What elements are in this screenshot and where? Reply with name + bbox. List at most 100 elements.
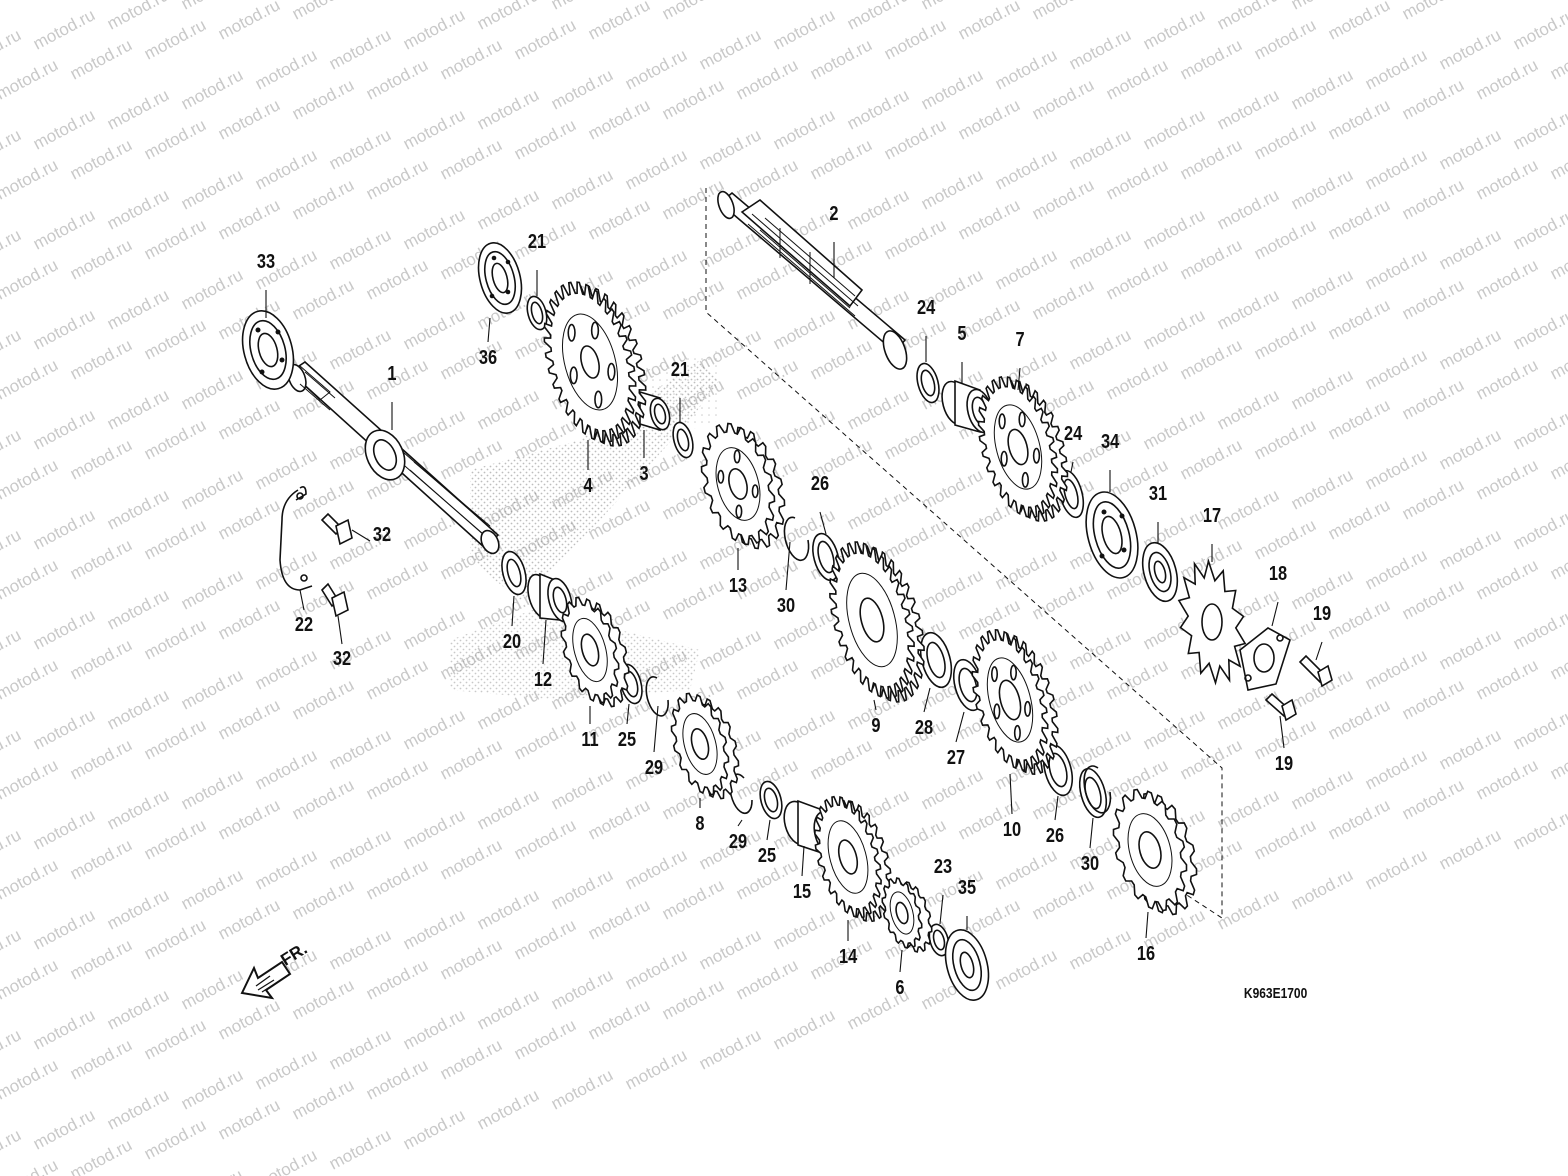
watermark-text: motod.ru: [659, 575, 727, 623]
watermark-text: motod.ru: [1473, 55, 1541, 103]
watermark-text: motod.ru: [400, 105, 468, 153]
watermark-text: motod.ru: [696, 25, 764, 73]
watermark-text: motod.ru: [1325, 295, 1393, 343]
watermark-text: motod.ru: [104, 685, 172, 733]
watermark-text: motod.ru: [437, 1035, 505, 1083]
callout-18: 18: [1269, 561, 1287, 584]
watermark-text: motod.ru: [400, 705, 468, 753]
watermark-text: motod.ru: [1362, 645, 1430, 693]
leader-line-30a: [785, 541, 791, 591]
callout-27: 27: [947, 745, 965, 768]
watermark-text: motod.ru: [1066, 625, 1134, 673]
watermark-text: motod.ru: [622, 245, 690, 293]
leader-line-30b: [1089, 817, 1094, 849]
watermark-text: motod.ru: [289, 175, 357, 223]
watermark-text: motod.ru: [1177, 35, 1245, 83]
watermark-text: motod.ru: [1473, 255, 1541, 303]
watermark-text: motod.ru: [0, 1155, 61, 1176]
watermark-text: motod.ru: [141, 1115, 209, 1163]
watermark-text: motod.ru: [30, 305, 98, 353]
watermark-text: motod.ru: [215, 995, 283, 1043]
watermark-text: motod.ru: [1399, 175, 1467, 223]
callout-32a: 32: [373, 522, 391, 545]
watermark-text: motod.ru: [659, 275, 727, 323]
watermark-text: motod.ru: [326, 225, 394, 273]
callout-32b: 32: [333, 646, 351, 669]
bearing-34: [1085, 491, 1139, 579]
watermark-text: motod.ru: [955, 95, 1023, 143]
watermark-text: motod.ru: [1547, 535, 1568, 583]
gear-7: [977, 376, 1069, 522]
watermark-text: motod.ru: [696, 625, 764, 673]
watermark-text: motod.ru: [104, 885, 172, 933]
watermark-text: motod.ru: [1436, 225, 1504, 273]
watermark-text: motod.ru: [1214, 385, 1282, 433]
callout-36: 36: [479, 345, 497, 368]
bearing-35: [944, 929, 990, 1001]
watermark-text: motod.ru: [0, 625, 24, 673]
watermark-text: motod.ru: [1029, 275, 1097, 323]
watermark-text: motod.ru: [1325, 795, 1393, 843]
stopper-plate-22: [279, 486, 313, 591]
watermark-text: motod.ru: [585, 895, 653, 943]
watermark-text: motod.ru: [178, 465, 246, 513]
watermark-text: motod.ru: [1029, 75, 1097, 123]
watermark-text: motod.ru: [141, 615, 209, 663]
watermark-text: motod.ru: [30, 805, 98, 853]
watermark-text: motod.ru: [437, 35, 505, 83]
leader-line-16: [1145, 911, 1149, 939]
watermark-text: motod.ru: [1399, 375, 1467, 423]
assembly-boundary: [705, 188, 1223, 919]
callout-35: 35: [958, 875, 976, 898]
watermark-text: motod.ru: [30, 1005, 98, 1053]
callout-13: 13: [729, 573, 747, 596]
watermark-text: motod.ru: [474, 985, 542, 1033]
watermark-text: motod.ru: [0, 425, 24, 473]
watermark-text: motod.ru: [252, 45, 320, 93]
watermark-text: motod.ru: [918, 565, 986, 613]
watermark-text: motod.ru: [881, 115, 949, 163]
watermark-text: motod.ru: [733, 0, 801, 4]
watermark-text: motod.ru: [30, 505, 98, 553]
watermark-text: motod.ru: [30, 1105, 98, 1153]
watermark-text: motod.ru: [0, 655, 61, 703]
callout-26a: 26: [811, 471, 829, 494]
callout-25a: 25: [618, 727, 636, 750]
gear-8: [670, 692, 740, 800]
watermark-text: motod.ru: [844, 0, 912, 34]
leader-line-24b: [1070, 461, 1074, 473]
watermark-text: motod.ru: [437, 135, 505, 183]
watermark-text: motod.ru: [1510, 105, 1568, 153]
callout-16: 16: [1137, 941, 1155, 964]
bolt-32a: [320, 512, 353, 546]
watermark-text: motod.ru: [770, 1005, 838, 1053]
gear-14: [814, 795, 892, 923]
callout-8: 8: [695, 811, 704, 834]
watermark-text: motod.ru: [548, 765, 616, 813]
watermark-text: motod.ru: [1288, 165, 1356, 213]
bearing-36: [477, 242, 523, 314]
watermark-text: motod.ru: [918, 765, 986, 813]
watermark-text: motod.ru: [1436, 625, 1504, 673]
watermark-text: motod.ru: [289, 1075, 357, 1123]
watermark-text: motod.ru: [178, 265, 246, 313]
watermark-text: motod.ru: [1473, 0, 1541, 4]
watermark-text: motod.ru: [0, 325, 24, 373]
watermark-text: motod.ru: [622, 45, 690, 93]
watermark-text: motod.ru: [992, 145, 1060, 193]
watermark-text: motod.ru: [363, 955, 431, 1003]
watermark-text: motod.ru: [1140, 405, 1208, 453]
watermark-text: motod.ru: [1436, 325, 1504, 373]
watermark-text: motod.ru: [0, 255, 61, 303]
watermark-text: motod.ru: [0, 225, 24, 273]
gear-9: [829, 541, 925, 703]
watermark-text: motod.ru: [326, 325, 394, 373]
watermark-text: motod.ru: [1473, 755, 1541, 803]
watermark-text: motod.ru: [659, 0, 727, 24]
watermark-text: motod.ru: [622, 945, 690, 993]
callout-21a: 21: [528, 229, 546, 252]
watermark-text: motod.ru: [1473, 355, 1541, 403]
watermark-text: motod.ru: [363, 255, 431, 303]
watermark-text: motod.ru: [400, 205, 468, 253]
